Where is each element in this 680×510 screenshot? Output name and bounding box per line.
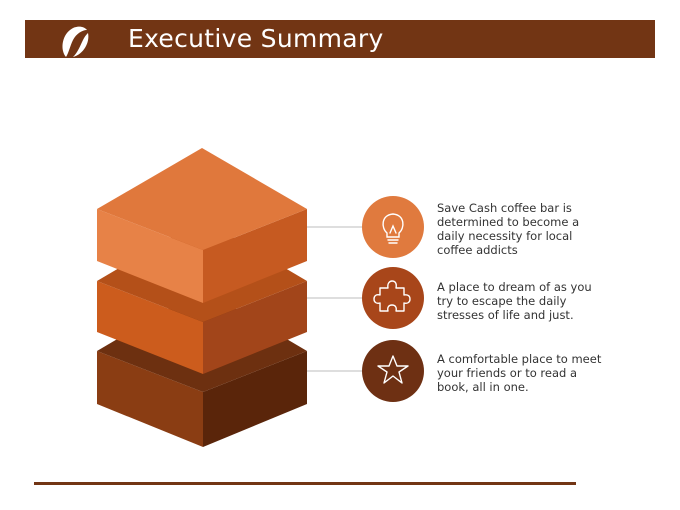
layer-top (97, 148, 307, 303)
star-icon (377, 355, 409, 384)
lightbulb-icon (382, 213, 404, 244)
header-bar (25, 20, 655, 58)
item-circle-2 (362, 267, 424, 329)
item-text-1: Save Cash coffee bar is determined to be… (437, 201, 580, 257)
footer-divider (34, 482, 576, 485)
coffee-bean-icon (62, 26, 89, 57)
puzzle-icon (373, 280, 411, 312)
item-text-2: A place to dream of as you try to escape… (437, 280, 592, 322)
item-text-3: A comfortable place to meet your friends… (437, 352, 602, 394)
item-circle-3 (362, 340, 424, 402)
page-title: Executive Summary (128, 24, 384, 53)
